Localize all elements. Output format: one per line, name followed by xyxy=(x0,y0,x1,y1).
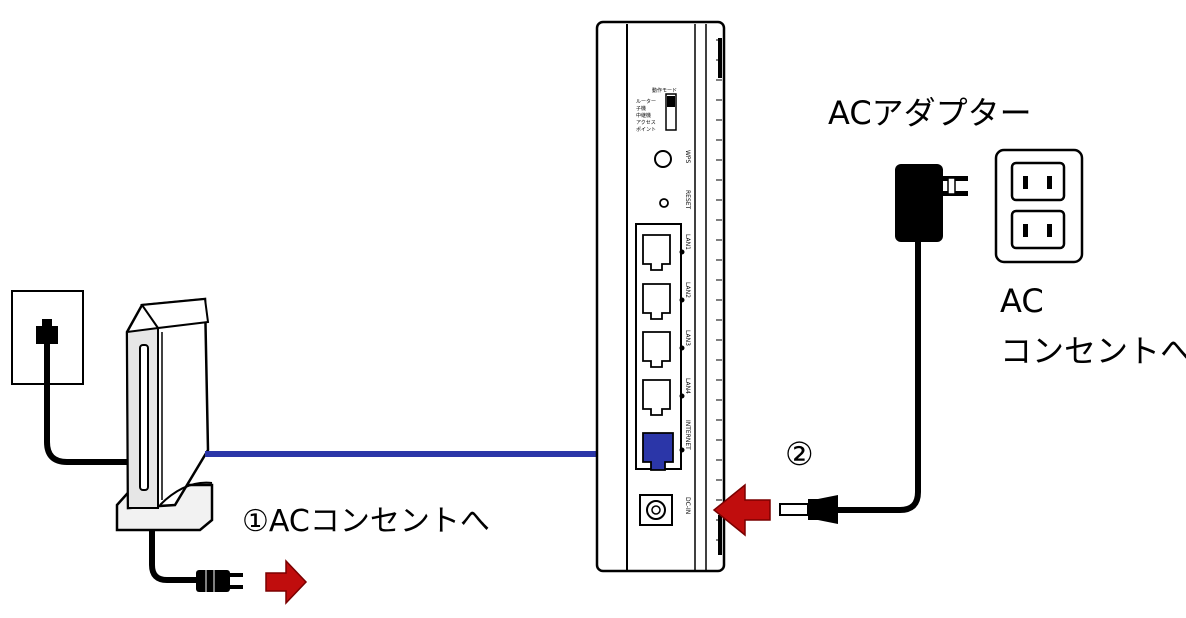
lan-port-label: LAN4 xyxy=(684,378,691,394)
wps-button[interactable]: WPS xyxy=(654,150,691,168)
mode-switch-title: 動作モード xyxy=(652,87,677,94)
mode-switch[interactable]: 動作モード ルーター 子機 中継機 アクセス ポイント xyxy=(636,87,677,133)
wps-label: WPS xyxy=(684,150,691,164)
mode-option: 中継機 xyxy=(636,112,651,119)
step1-label: ①ACコンセントへ xyxy=(242,504,490,539)
lan-port-label: LAN1 xyxy=(684,234,691,250)
ac-adapter-label: ACアダプター xyxy=(828,94,1032,132)
modem-device xyxy=(115,297,214,532)
reset-button[interactable]: RESET xyxy=(659,190,691,210)
dc-in-label: DC-IN xyxy=(684,497,691,514)
lan-port-2[interactable]: LAN2 xyxy=(642,282,691,320)
mode-option: ポイント xyxy=(636,126,656,133)
lan-port-1[interactable]: LAN1 xyxy=(642,234,691,271)
arrow-to-dc-in xyxy=(712,483,771,537)
reset-label: RESET xyxy=(684,190,691,210)
lan-port-3[interactable]: LAN3 xyxy=(642,330,691,368)
outlet-label-line1: AC xyxy=(1000,282,1044,320)
adapter-cable xyxy=(838,238,921,513)
mode-option: 子機 xyxy=(636,105,646,112)
lan-port-label: LAN3 xyxy=(684,330,691,346)
right-wall-outlet xyxy=(994,148,1084,264)
outlet-label-line2: コンセントへ xyxy=(1000,332,1186,370)
mode-option: アクセス xyxy=(636,120,656,126)
ac-adapter xyxy=(895,164,968,242)
step2-label: ② xyxy=(785,435,814,473)
dc-in-jack[interactable]: DC-IN xyxy=(639,494,691,526)
internet-port[interactable]: INTERNET xyxy=(642,420,691,471)
dc-plug xyxy=(779,495,838,524)
modem-ac-plug xyxy=(196,570,243,592)
internet-port-label: INTERNET xyxy=(684,420,691,450)
mode-option: ルーター xyxy=(636,98,656,105)
lan-port-label: LAN2 xyxy=(684,282,691,298)
arrow-to-outlet xyxy=(265,559,308,605)
lan-port-4[interactable]: LAN4 xyxy=(642,378,691,416)
modem-power-cable xyxy=(44,344,128,465)
modem-ac-cable xyxy=(149,530,196,583)
